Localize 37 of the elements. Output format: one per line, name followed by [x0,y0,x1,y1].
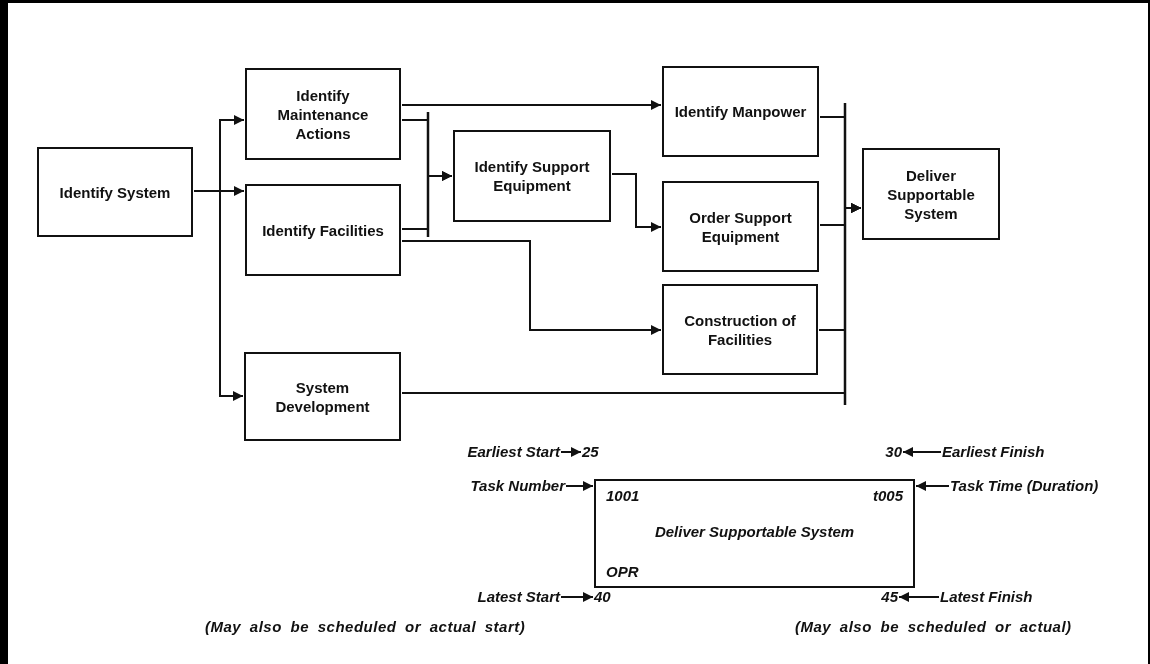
process-box: Construction of Facilities [662,284,818,375]
date-value: 45 [881,587,898,607]
arrow [565,481,594,491]
arrow [915,481,950,491]
task-name-text: Deliver Supportable System [653,523,856,540]
legend-term: Earliest Finish [942,442,1045,462]
legend-term: Latest Finish [940,587,1033,607]
date-value: 40 [594,587,611,607]
process-box: Identify Maintenance Actions [245,68,401,160]
process-box: System Development [244,352,401,441]
arrow [560,592,594,602]
task-number-text: 1001 [606,487,640,504]
process-box: Identify Facilities [245,184,401,276]
arrow [401,171,453,230]
process-box: Identify Manpower [662,66,819,157]
process-box: Order Support Equipment [662,181,819,272]
note-text: (May also be scheduled or actual) [795,618,1072,635]
arrow [898,592,940,602]
process-box: Identify Support Equipment [453,130,611,222]
note-text: (May also be scheduled or actual start) [205,618,526,635]
arrow [401,203,862,394]
legend-term: Earliest Start [467,442,560,462]
date-value: 25 [582,442,599,462]
arrow [611,173,662,232]
date-value: 30 [885,442,902,462]
arrow [401,240,662,335]
legend-term: Latest Start [477,587,560,607]
arrow [401,100,662,110]
process-box: Identify System [37,147,193,237]
arrow [902,447,942,457]
legend-term: Task Number [470,476,565,496]
task-box [594,479,915,588]
opr-text: OPR [606,563,639,580]
task-time-text: t005 [872,487,903,504]
process-box: Deliver Supportable System [862,148,1000,240]
arrow [560,447,582,457]
legend-term: Task Time (Duration) [950,476,1099,496]
